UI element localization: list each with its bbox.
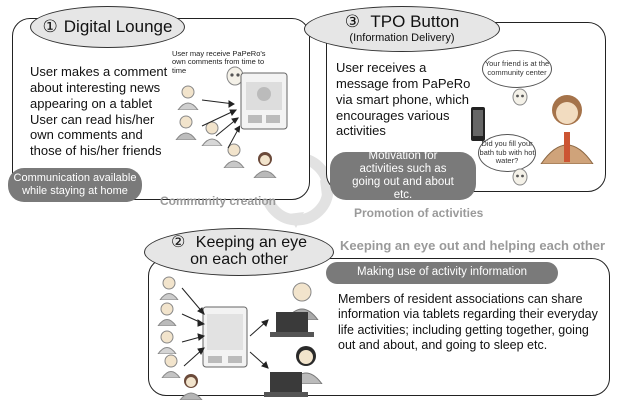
- person-icon: [157, 330, 177, 354]
- robot-icon: [512, 88, 528, 106]
- panel-title: Digital Lounge: [63, 17, 173, 37]
- double-arrow-icon: [249, 319, 269, 369]
- person-icon: [223, 143, 245, 168]
- tpo-body: User receives a message from PaPeRo via …: [336, 60, 471, 139]
- keeping-eye-title: ② Keeping an eye on each other: [144, 228, 334, 276]
- promotion-label: Promotion of activities: [354, 206, 484, 220]
- person-icon: [157, 302, 177, 326]
- panel-title-line2: on each other: [190, 251, 288, 268]
- person-icon: [161, 354, 181, 378]
- digital-lounge-title: ① Digital Lounge: [30, 6, 185, 48]
- double-arrow-icon: [201, 99, 240, 149]
- panel-number: ③: [344, 12, 360, 32]
- person-icon: [177, 85, 199, 110]
- papero-note: User may receive PaPeRo's own comments f…: [172, 49, 266, 75]
- person-icon: [540, 95, 594, 164]
- speech-bubble: Your friend is at the community center: [482, 50, 552, 88]
- panel-subtitle: (Information Delivery): [349, 32, 455, 45]
- tablet-icon: [240, 72, 288, 130]
- smartphone-icon: [471, 107, 485, 141]
- person-icon: [179, 374, 203, 400]
- person-icon: [159, 276, 179, 300]
- person-icon: [201, 121, 223, 146]
- digital-lounge-body: User makes a comment about interesting n…: [30, 64, 168, 159]
- speech-bubble: Did you fill your bath tub with hot wate…: [478, 134, 536, 172]
- keeping-eye-body: Members of resident associations can sha…: [338, 292, 598, 352]
- laptop-icon: [270, 312, 314, 337]
- panel-title: TPO Button: [370, 12, 460, 32]
- panel-title: Keeping an eye: [195, 234, 307, 252]
- tablet-icon: [202, 306, 248, 368]
- person-icon: [175, 115, 197, 140]
- tpo-caption: Motivation for activities such as going …: [330, 150, 476, 201]
- activity-header: Making use of activity information: [326, 262, 558, 284]
- digital-lounge-caption: Communication available while staying at…: [8, 168, 142, 202]
- panel-number: ②: [171, 234, 186, 252]
- panel-number: ①: [42, 17, 58, 37]
- community-creation-label: Community creation: [160, 194, 277, 208]
- double-arrow-icon: [181, 287, 206, 367]
- tpo-title: ③ TPO Button (Information Delivery): [304, 6, 500, 52]
- robot-icon: [512, 168, 528, 186]
- person-icon: [253, 152, 277, 178]
- laptop-icon: [264, 372, 308, 397]
- keeping-eye-label: Keeping an eye out and helping each othe…: [340, 238, 606, 253]
